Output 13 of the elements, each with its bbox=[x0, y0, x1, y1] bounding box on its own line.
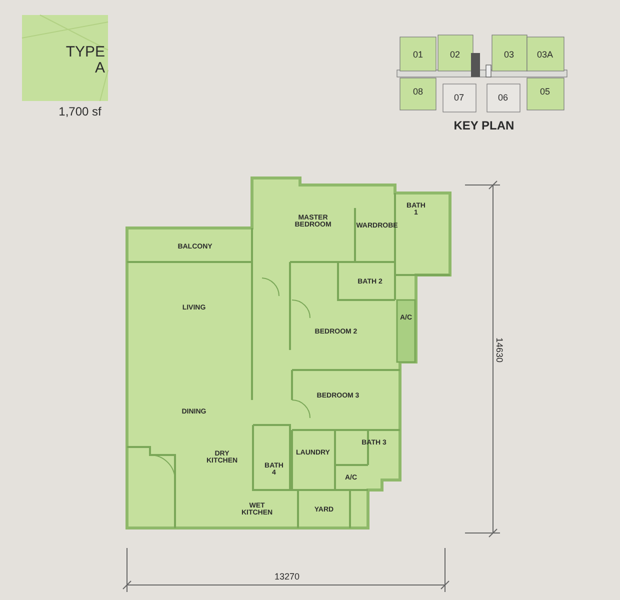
plan-type-label: TYPE A bbox=[64, 44, 105, 76]
unit-number: 03A bbox=[537, 50, 553, 60]
dimension-text: 13270 bbox=[274, 572, 300, 582]
dimension-text: 14630 bbox=[494, 337, 504, 363]
unit-number: 02 bbox=[450, 50, 460, 60]
area-label: 1,700 sf bbox=[58, 106, 102, 118]
unit-number: 01 bbox=[413, 50, 423, 60]
unit-number: 08 bbox=[413, 87, 423, 97]
unit-number: 06 bbox=[498, 93, 508, 103]
unit-number: 07 bbox=[454, 93, 464, 103]
unit-number: 05 bbox=[540, 87, 550, 97]
unit-number: 03 bbox=[504, 50, 514, 60]
key-plan-title: KEY PLAN bbox=[454, 120, 514, 132]
